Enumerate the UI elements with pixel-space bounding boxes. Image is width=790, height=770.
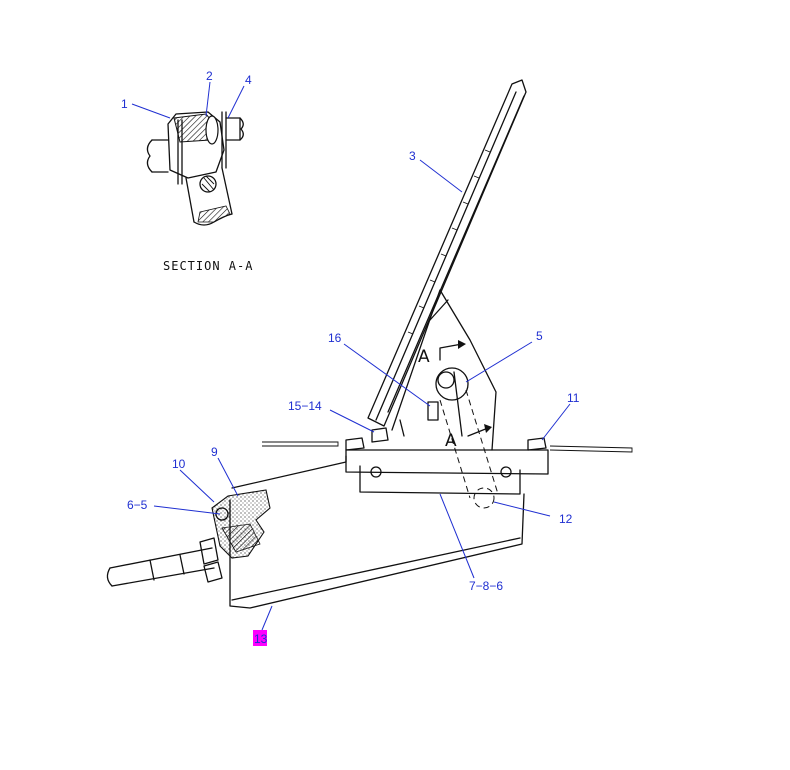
callout-1: 1 bbox=[121, 97, 128, 111]
callout-labels: 1 2 4 3 16 5 15−14 11 10 9 6−5 12 7−8−6 … bbox=[121, 69, 580, 646]
section-letter-bottom: A bbox=[445, 431, 457, 451]
callout-13: 13 bbox=[254, 632, 268, 646]
callout-9: 9 bbox=[211, 445, 218, 459]
callout-5: 5 bbox=[536, 329, 543, 343]
section-a-a-detail bbox=[146, 111, 244, 226]
callout-10: 10 bbox=[172, 457, 186, 471]
callout-16: 16 bbox=[328, 331, 342, 345]
callout-15-14: 15−14 bbox=[288, 399, 322, 413]
section-letter-top: A bbox=[418, 347, 430, 367]
callout-11: 11 bbox=[567, 391, 580, 405]
callout-2: 2 bbox=[206, 69, 213, 83]
callout-4: 4 bbox=[245, 73, 252, 87]
leader-lines bbox=[131, 81, 571, 631]
pedal-bracket bbox=[391, 289, 499, 509]
callout-6-5: 6−5 bbox=[127, 498, 148, 512]
callout-7-8-6: 7−8−6 bbox=[469, 579, 503, 593]
pedal-box bbox=[106, 455, 525, 609]
callout-12: 12 bbox=[559, 512, 573, 526]
section-caption: SECTION A-A bbox=[163, 259, 253, 273]
callout-13-highlight bbox=[253, 630, 267, 646]
section-cut-marker: A A bbox=[418, 340, 492, 451]
pedal-plate bbox=[367, 79, 527, 427]
callout-3: 3 bbox=[409, 149, 416, 163]
floor-plate bbox=[262, 427, 633, 495]
